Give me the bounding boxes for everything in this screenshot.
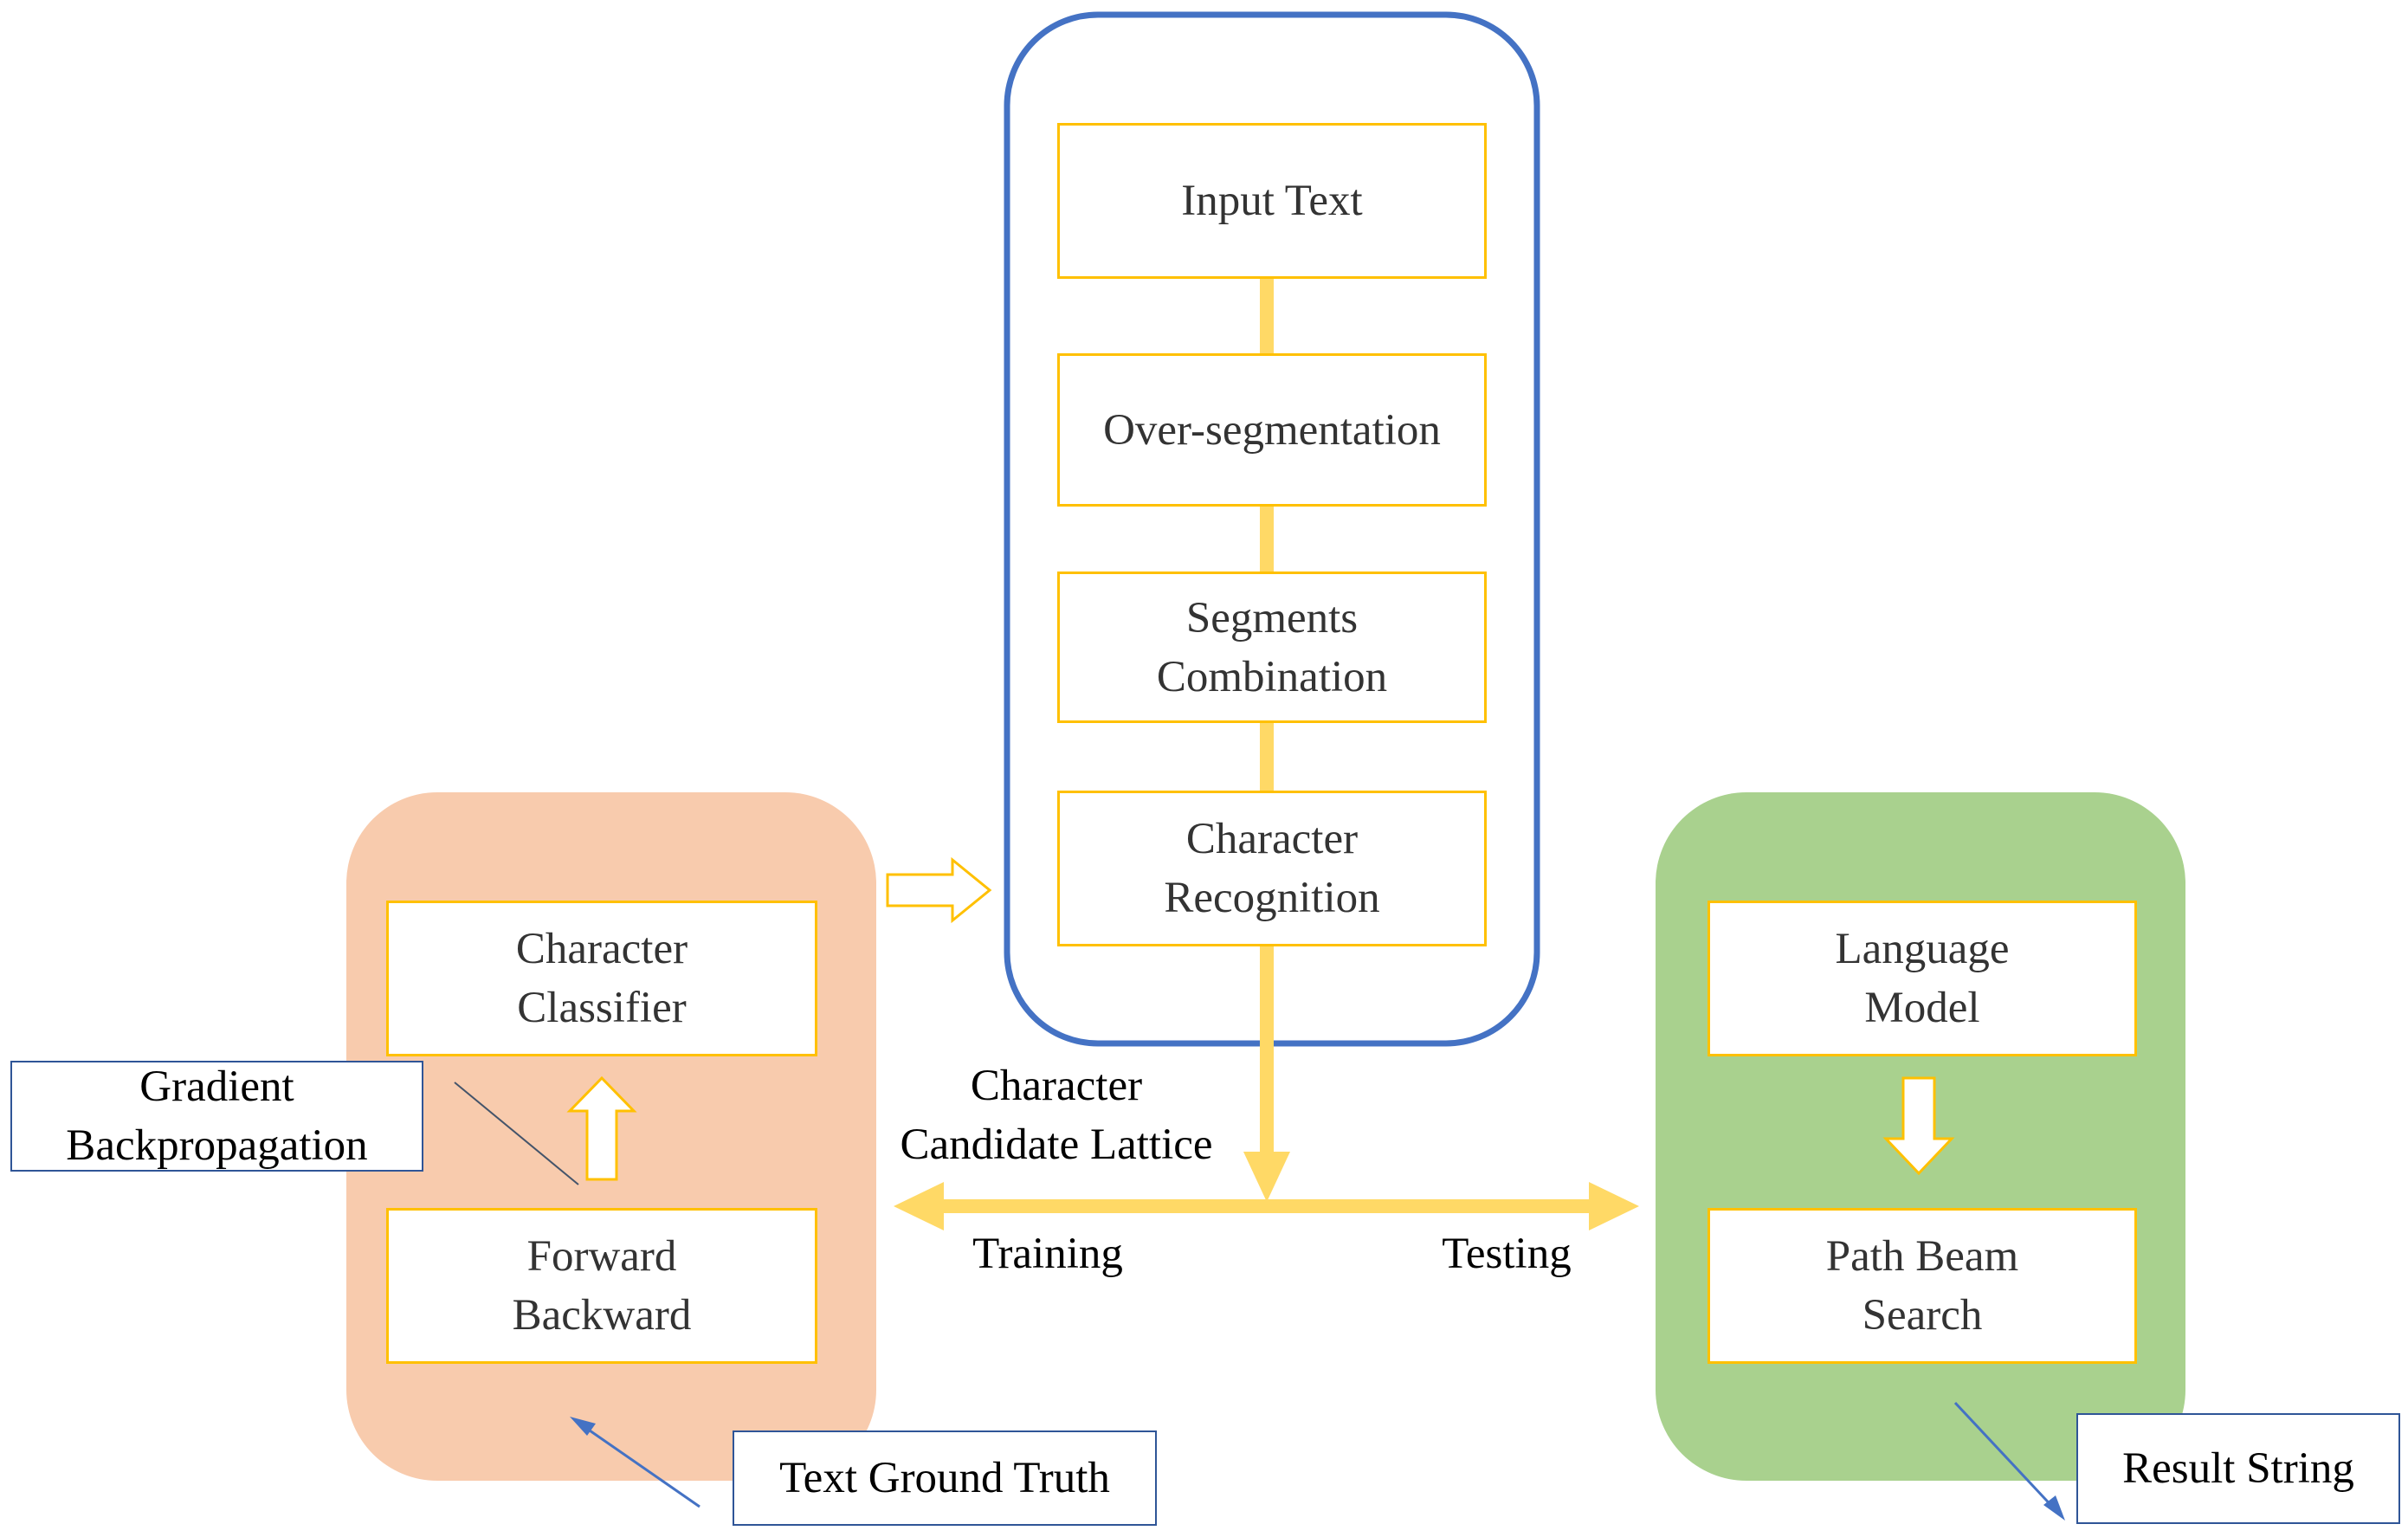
ground-truth-pointer-line	[578, 1421, 700, 1508]
path-beam-search-node: Path Beam Search	[1708, 1208, 2137, 1364]
input-text-label: Input Text	[1181, 177, 1363, 225]
result-string-callout: Result String	[2076, 1413, 2400, 1524]
over-segmentation-label: Over-segmentation	[1103, 405, 1441, 455]
lattice-label-2: Candidate Lattice	[900, 1120, 1213, 1169]
language-model-node: Language Model	[1708, 901, 2137, 1056]
result-pointer-line	[1953, 1401, 2058, 1513]
training-arrow-head	[894, 1182, 944, 1230]
path-beam-search-label-1: Path Beam	[1825, 1232, 2019, 1281]
forward-backward-label-2: Backward	[512, 1291, 692, 1340]
gradient-pointer-line	[454, 1082, 579, 1185]
backprop-up-arrow	[566, 1075, 637, 1181]
character-classifier-node: Character Classifier	[386, 901, 817, 1056]
gradient-label-2: Backpropagation	[66, 1121, 368, 1170]
testing-arrow-head	[1589, 1182, 1639, 1230]
character-candidate-lattice-label: Character Candidate Lattice	[857, 1056, 1256, 1174]
connector-segments-recognition	[1260, 721, 1274, 791]
result-string-label: Result String	[2122, 1444, 2354, 1493]
gradient-label-1: Gradient	[139, 1062, 294, 1111]
segments-combination-node: Segments Combination	[1057, 572, 1487, 723]
classifier-to-pipeline-arrow	[886, 856, 992, 924]
character-recognition-label-1: Character	[1185, 815, 1359, 863]
connector-input-overseg	[1260, 277, 1274, 355]
testing-label: Testing	[1442, 1230, 1572, 1278]
lattice-bar	[939, 1199, 1598, 1213]
forward-backward-node: Forward Backward	[386, 1208, 817, 1364]
language-to-search-arrow	[1882, 1076, 1955, 1176]
character-recognition-node: Character Recognition	[1057, 791, 1487, 946]
segments-combination-label-1: Segments	[1185, 593, 1359, 643]
training-label: Training	[972, 1230, 1123, 1278]
text-ground-truth-callout: Text Ground Truth	[733, 1430, 1157, 1526]
path-beam-search-label-2: Search	[1862, 1291, 1983, 1340]
over-segmentation-node: Over-segmentation	[1057, 353, 1487, 507]
text-ground-truth-label: Text Ground Truth	[779, 1454, 1110, 1502]
character-recognition-label-2: Recognition	[1164, 874, 1380, 922]
lattice-arrow-head	[1243, 1152, 1290, 1202]
forward-backward-label-1: Forward	[526, 1232, 677, 1281]
character-classifier-label-2: Classifier	[517, 984, 687, 1032]
gradient-backpropagation-callout: Gradient Backpropagation	[10, 1061, 423, 1172]
segments-combination-label-2: Combination	[1156, 652, 1388, 701]
connector-overseg-segments	[1260, 505, 1274, 572]
lattice-label-1: Character	[970, 1062, 1143, 1110]
ground-truth-pointer-head	[570, 1417, 596, 1436]
result-pointer-head	[2043, 1495, 2065, 1521]
language-model-label-1: Language	[1835, 925, 2010, 973]
language-model-label-2: Model	[1864, 984, 1980, 1032]
lattice-arrow-shaft	[1260, 944, 1274, 1152]
input-text-node: Input Text	[1057, 123, 1487, 279]
character-classifier-label-1: Character	[515, 925, 688, 973]
